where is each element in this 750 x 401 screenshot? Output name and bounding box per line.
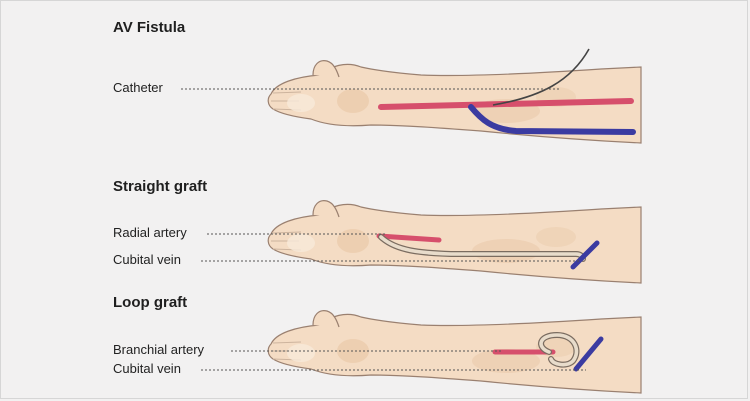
heading-av-fistula: AV Fistula [113, 19, 186, 36]
label-radial-artery: Radial artery [113, 225, 187, 240]
label-cubital-vein-loop: Cubital vein [113, 361, 181, 376]
heading-straight-graft: Straight graft [113, 178, 208, 195]
loop-graft-arm [267, 310, 642, 394]
label-cubital-vein-straight: Cubital vein [113, 252, 181, 267]
fistula-arm [267, 48, 642, 144]
label-catheter: Catheter [113, 80, 163, 95]
leader-lines [181, 88, 586, 371]
straight-graft-arm [267, 200, 642, 284]
heading-loop-graft: Loop graft [113, 294, 188, 311]
label-branchial-artery: Branchial artery [113, 342, 205, 357]
